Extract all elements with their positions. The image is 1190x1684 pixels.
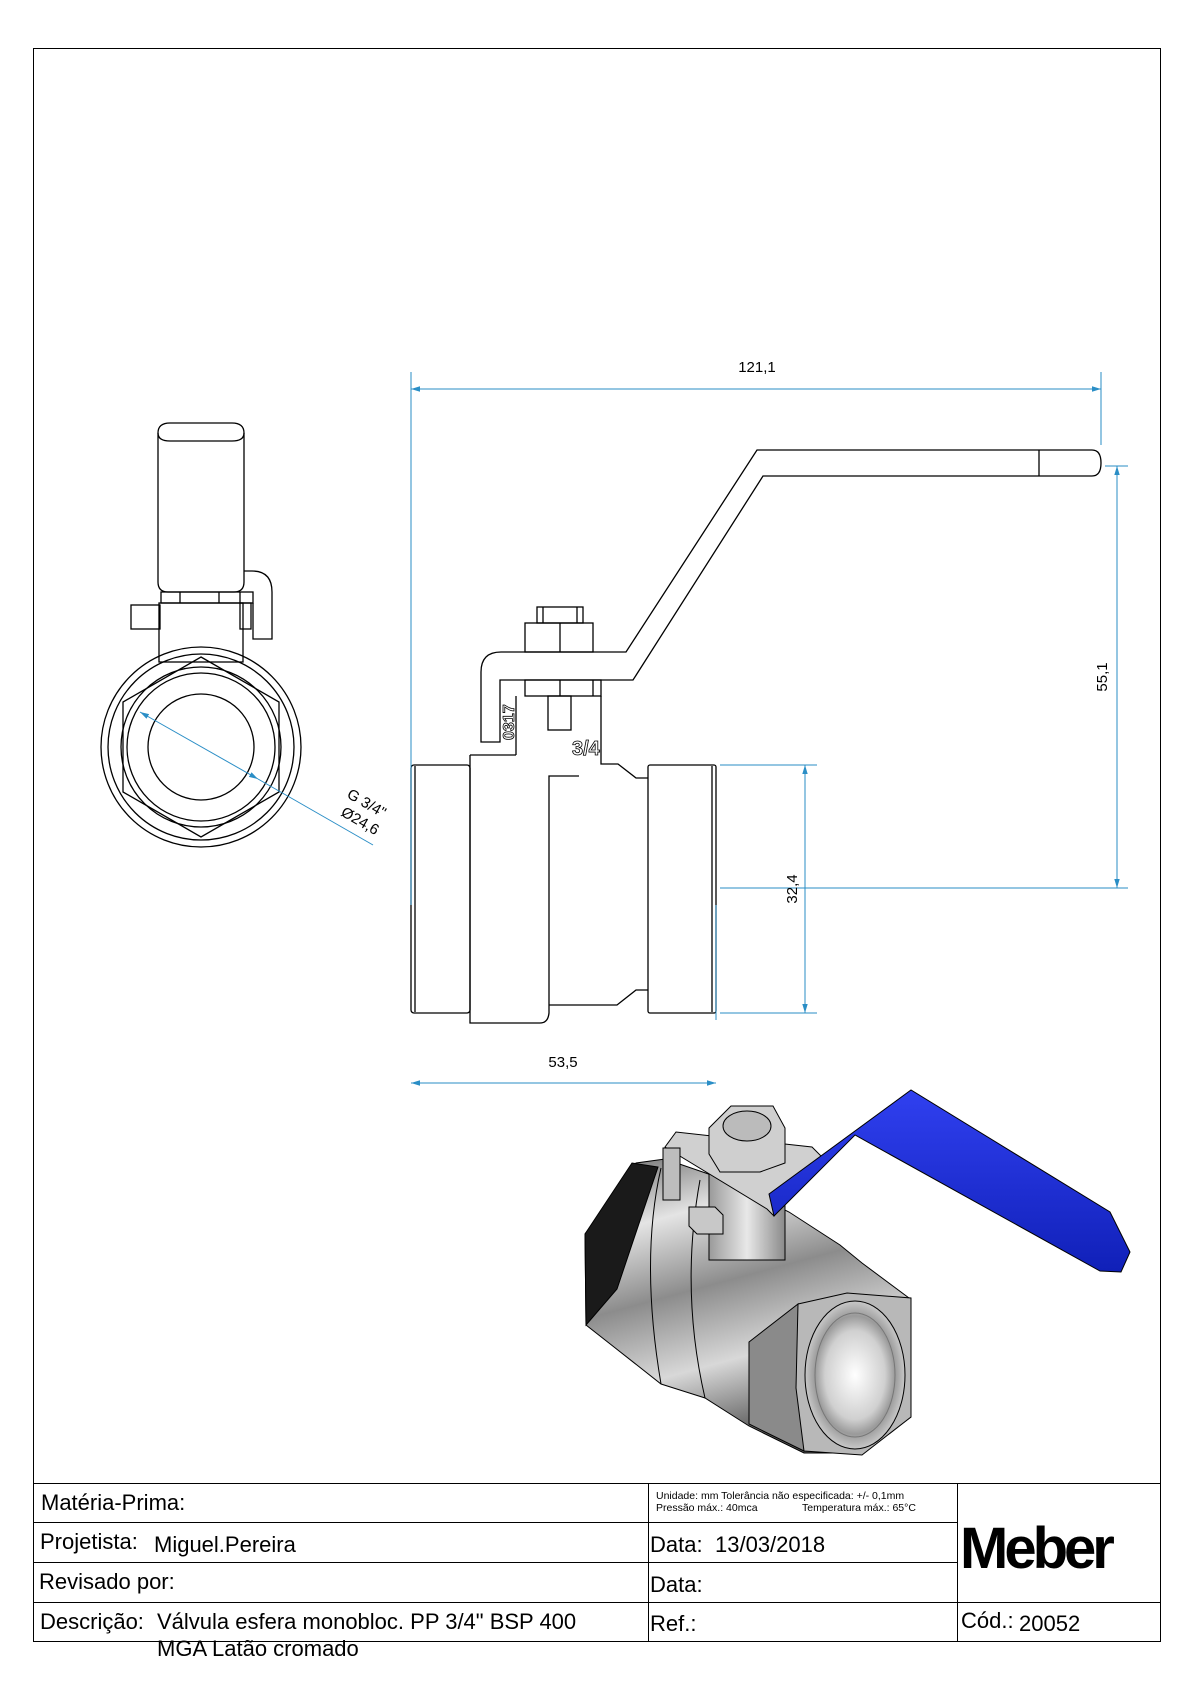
hex: [122, 656, 280, 838]
descricao-line1: Válvula esfera monobloc. PP 3/4" BSP 400: [157, 1609, 577, 1634]
bore: [804, 1300, 906, 1450]
divider: [33, 1562, 957, 1563]
data2-label: Data:: [650, 1572, 703, 1597]
dim-overall-length: 121,1: [738, 359, 776, 376]
handle-end: [157, 422, 245, 593]
stem-bolt: [722, 1110, 772, 1142]
side-view: 0317 3/4: [410, 449, 1102, 1024]
descricao-line2: MGA Latão cromado: [157, 1636, 359, 1661]
stop-tab: [130, 604, 161, 630]
body: [469, 696, 648, 1024]
data-value: 13/03/2018: [715, 1532, 826, 1557]
end-view: [100, 422, 302, 848]
projetista-value: Miguel.Pereira: [154, 1532, 296, 1557]
handle-hook: [244, 570, 273, 640]
stem: [158, 602, 244, 663]
cod-label: Cód.:: [961, 1608, 1014, 1633]
dim-body-length: 53,5: [548, 1054, 577, 1071]
body-code-marking: 0317: [501, 704, 518, 740]
divider: [648, 1483, 649, 1642]
divider: [33, 1483, 1161, 1484]
divider: [957, 1483, 958, 1642]
right-end: [647, 764, 717, 1014]
projetista-label: Projetista:: [40, 1529, 138, 1554]
divider: [33, 1522, 957, 1523]
materia-prima-label: Matéria-Prima:: [41, 1490, 186, 1515]
meber-logo: Meber: [960, 1516, 1115, 1581]
blue-lever: [768, 1089, 1131, 1273]
nut: [524, 622, 594, 653]
left-end: [410, 764, 471, 1014]
left-end-cap: [584, 1162, 659, 1327]
data-label: Data:: [650, 1532, 703, 1557]
spec-pressao: Pressão máx.: 40mca: [656, 1502, 758, 1514]
cod-value: 20052: [1019, 1611, 1081, 1636]
revisado-label: Revisado por:: [39, 1569, 175, 1594]
stop-tab: [688, 1206, 724, 1235]
spec-temperatura: Temperatura máx.: 65°C: [802, 1502, 916, 1514]
dim-handle-height: 55,1: [1094, 662, 1111, 691]
ref-label: Ref.:: [650, 1611, 697, 1636]
divider: [33, 1602, 1161, 1603]
spec-line1: Unidade: mm Tolerância não especificada:…: [656, 1490, 905, 1502]
isometric-view: [584, 1089, 1131, 1456]
dim-body-height: 32,4: [784, 874, 801, 903]
drawing-frame: [33, 48, 1161, 1642]
nut: [160, 591, 254, 604]
body-size-marking: 3/4: [572, 738, 601, 760]
lever: [480, 449, 1102, 743]
dimensions: [410, 372, 1128, 1086]
descricao-label: Descrição:: [40, 1609, 144, 1634]
